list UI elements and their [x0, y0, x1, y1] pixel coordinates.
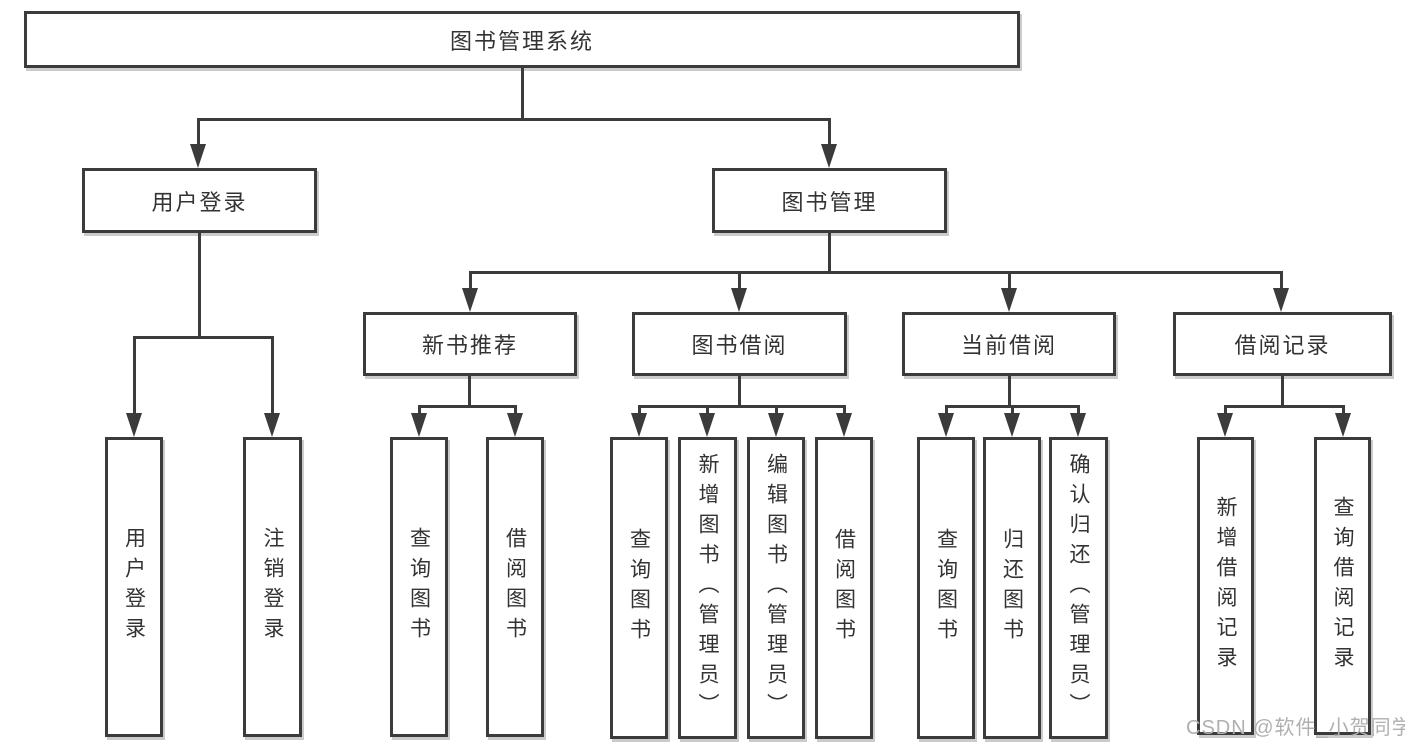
- node-label: 当前借阅: [960, 333, 1057, 358]
- arrowhead-br-query: [1335, 413, 1351, 437]
- connector-stem-book-borrowing: [738, 271, 741, 292]
- connector-stem-bb-query: [638, 405, 641, 417]
- leaf-br-add-record: 新增借阅记录: [1197, 437, 1254, 735]
- connector-stem-leaf-user-login: [133, 336, 136, 417]
- arrowhead-rec-query: [411, 413, 427, 437]
- arrowhead-br-add: [1217, 413, 1233, 437]
- node-book-borrowing: 图书借阅: [632, 312, 847, 376]
- node-label: 借阅记录: [1234, 333, 1331, 358]
- node-label: 查询图书: [934, 528, 958, 648]
- connector-stem-book-management: [828, 118, 831, 148]
- node-label: 图书管理系统: [449, 28, 594, 54]
- arrowhead-user-login: [190, 144, 206, 168]
- leaf-logout-login: 注销登录: [243, 437, 302, 737]
- node-label: 查询借阅记录: [1331, 496, 1355, 676]
- node-borrowing-records: 借阅记录: [1173, 312, 1392, 376]
- arrowhead-bb-borrow: [836, 413, 852, 437]
- leaf-cb-confirm-return-admin: 确认归还（管理员）: [1049, 437, 1108, 739]
- node-label: 新增图书（管理员）: [696, 453, 720, 723]
- leaf-br-query-record: 查询借阅记录: [1314, 437, 1371, 735]
- connector-stem-bb-edit: [775, 405, 778, 417]
- connector-root-trunk: [521, 68, 524, 120]
- arrowhead-bb-edit: [768, 413, 784, 437]
- connector-user-login-trunk: [198, 233, 201, 339]
- node-label: 新书推荐: [421, 333, 518, 358]
- connector-stem-br-query: [1342, 405, 1345, 417]
- connector-borrowing-trunk: [738, 376, 741, 407]
- arrowhead-book-borrowing: [731, 288, 747, 312]
- node-label: 图书管理: [781, 189, 878, 215]
- node-label: 注销登录: [261, 527, 285, 647]
- arrowhead-cb-confirm: [1070, 413, 1086, 437]
- connector-stem-bb-add: [706, 405, 709, 417]
- node-label: 用户登录: [151, 189, 248, 215]
- connector-current-trunk: [1008, 376, 1011, 407]
- arrowhead-leaf-user-login: [126, 413, 142, 437]
- arrowhead-bb-add: [699, 413, 715, 437]
- connector-stem-user-login: [197, 118, 200, 148]
- arrowhead-book-management: [821, 144, 837, 168]
- arrowhead-new-book-recommend: [462, 288, 478, 312]
- arrowhead-cb-query: [938, 413, 954, 437]
- arrowhead-leaf-logout: [264, 413, 280, 437]
- csdn-watermark: CSDN @软件_小贺同学: [1186, 717, 1405, 739]
- node-label: 新增借阅记录: [1214, 496, 1238, 676]
- connector-user-login-bus: [133, 336, 274, 339]
- arrowhead-rec-borrow: [507, 413, 523, 437]
- connector-level3-bus: [469, 271, 1283, 274]
- connector-stem-borrowing-records: [1280, 271, 1283, 292]
- connector-stem-current-borrowing: [1008, 271, 1011, 292]
- node-label: 编辑图书（管理员）: [764, 453, 788, 723]
- leaf-bb-borrow-books: 借阅图书: [815, 437, 873, 739]
- connector-recommend-trunk: [468, 376, 471, 407]
- node-label: 归还图书: [1000, 528, 1024, 648]
- node-current-borrowing: 当前借阅: [902, 312, 1116, 376]
- node-label: 图书借阅: [691, 333, 788, 358]
- arrowhead-bb-query: [631, 413, 647, 437]
- leaf-bb-edit-books-admin: 编辑图书（管理员）: [747, 437, 805, 739]
- leaf-rec-borrow-books: 借阅图书: [486, 437, 544, 737]
- connector-book-management-trunk: [828, 233, 831, 274]
- connector-stem-new-book-recommend: [469, 271, 472, 292]
- connector-level2-bus: [197, 118, 831, 121]
- connector-stem-rec-borrow: [514, 405, 517, 417]
- node-label: 借阅图书: [832, 528, 856, 648]
- connector-stem-cb-query: [945, 405, 948, 417]
- connector-stem-leaf-logout: [271, 336, 274, 417]
- leaf-rec-query-books: 查询图书: [390, 437, 448, 737]
- leaf-cb-query-books: 查询图书: [917, 437, 975, 739]
- node-user-login: 用户登录: [82, 168, 317, 233]
- connector-stem-bb-borrow: [843, 405, 846, 417]
- leaf-user-login: 用户登录: [105, 437, 163, 737]
- arrowhead-borrowing-records: [1273, 288, 1289, 312]
- leaf-cb-return-books: 归还图书: [983, 437, 1041, 739]
- connector-stem-rec-query: [418, 405, 421, 417]
- node-book-management: 图书管理: [712, 168, 947, 233]
- node-label: 用户登录: [122, 527, 146, 647]
- connector-records-trunk: [1281, 376, 1284, 407]
- connector-borrowing-bus: [638, 405, 846, 408]
- connector-recommend-bus: [418, 405, 517, 408]
- arrowhead-current-borrowing: [1001, 288, 1017, 312]
- leaf-bb-query-books: 查询图书: [610, 437, 668, 739]
- leaf-bb-add-books-admin: 新增图书（管理员）: [678, 437, 737, 739]
- connector-stem-cb-return: [1011, 405, 1014, 417]
- connector-stem-br-add: [1224, 405, 1227, 417]
- node-label: 确认归还（管理员）: [1067, 453, 1091, 723]
- node-new-book-recommend: 新书推荐: [363, 312, 577, 376]
- node-library-management-system: 图书管理系统: [24, 11, 1020, 68]
- connector-records-bus: [1224, 405, 1345, 408]
- arrowhead-cb-return: [1004, 413, 1020, 437]
- node-label: 借阅图书: [503, 527, 527, 647]
- node-label: 查询图书: [407, 527, 431, 647]
- node-label: 查询图书: [627, 528, 651, 648]
- connector-stem-cb-confirm: [1077, 405, 1080, 417]
